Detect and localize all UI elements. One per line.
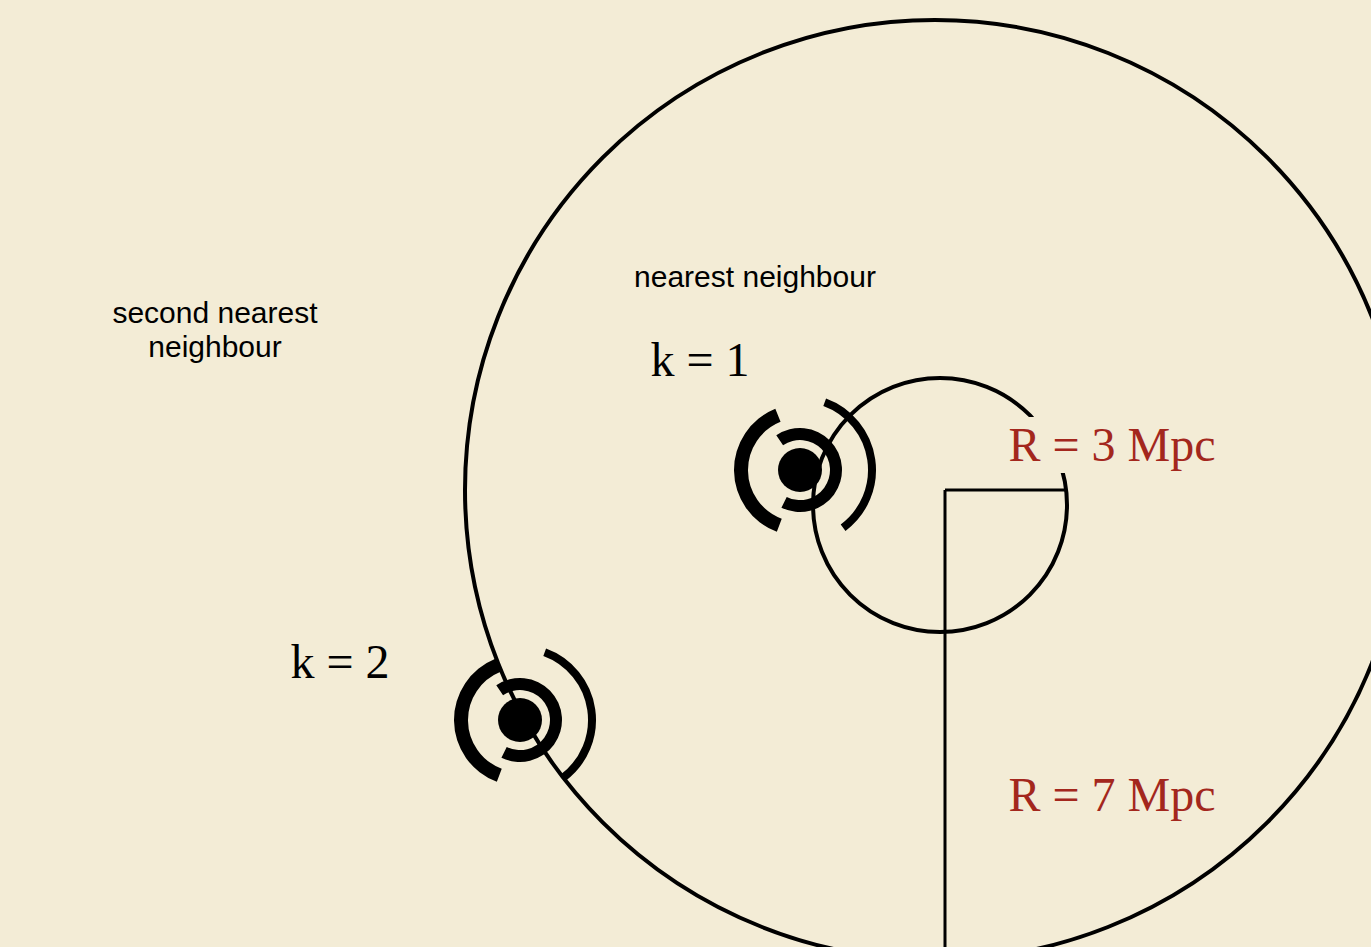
k-index: k = 2	[290, 634, 389, 689]
spiral-arm	[823, 399, 876, 531]
galaxy-core	[778, 448, 822, 492]
inner-radius-circle	[813, 378, 1067, 632]
k-index: k = 1	[650, 332, 749, 387]
galaxy-symbol	[454, 649, 596, 782]
radius-line	[944, 490, 947, 947]
galaxy-symbol	[734, 399, 876, 532]
radius-label: R = 7 Mpc	[1004, 767, 1219, 822]
radius-line	[945, 489, 1066, 492]
neighbour-caption: second nearest neighbour	[75, 296, 355, 365]
spiral-arm	[543, 649, 596, 781]
spiral-arm	[734, 409, 782, 532]
galaxy-core	[498, 698, 542, 742]
neighbour-caption: nearest neighbour	[634, 260, 876, 295]
spiral-arm	[776, 428, 842, 512]
spiral-arm	[496, 678, 562, 762]
spiral-arm	[454, 659, 502, 782]
radius-label: R = 3 Mpc	[1004, 417, 1219, 472]
outer-radius-circle	[465, 20, 1371, 947]
